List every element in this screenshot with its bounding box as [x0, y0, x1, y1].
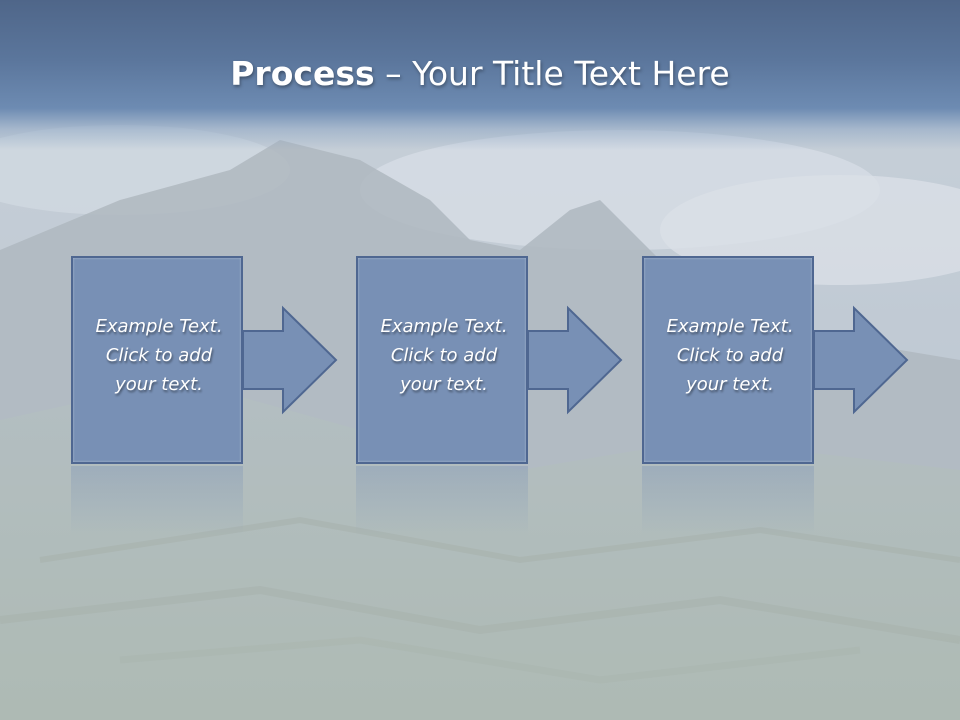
- slide-title[interactable]: Process – Your Title Text Here: [0, 50, 960, 98]
- process-step-3-box[interactable]: Example Text. Click to add your text.: [642, 256, 814, 464]
- title-bold-part: Process: [230, 54, 375, 93]
- arrow-right-icon[interactable]: [528, 305, 624, 415]
- step-3-line-2: Click to add: [676, 345, 784, 366]
- process-step-3-text[interactable]: Example Text. Click to add your text.: [644, 312, 816, 399]
- process-step-1-box[interactable]: Example Text. Click to add your text.: [71, 256, 243, 464]
- step-2-line-2: Click to add: [390, 345, 498, 366]
- step-3-line-3: your text.: [686, 374, 774, 395]
- step-1-line-2: Click to add: [105, 345, 213, 366]
- title-rest-part: – Your Title Text Here: [374, 54, 730, 93]
- process-step-1-reflection: [71, 466, 243, 536]
- title-band: [0, 0, 960, 150]
- step-2-line-3: your text.: [400, 374, 488, 395]
- process-step-1-text[interactable]: Example Text. Click to add your text.: [73, 312, 245, 399]
- arrow-right-icon[interactable]: [814, 305, 910, 415]
- process-step-2-reflection: [356, 466, 528, 536]
- process-step-2-text[interactable]: Example Text. Click to add your text.: [358, 312, 530, 399]
- step-1-line-1: Example Text.: [95, 316, 223, 337]
- step-1-line-3: your text.: [115, 374, 203, 395]
- step-2-line-1: Example Text.: [380, 316, 508, 337]
- process-step-2-box[interactable]: Example Text. Click to add your text.: [356, 256, 528, 464]
- process-step-3-reflection: [642, 466, 814, 536]
- arrow-right-icon[interactable]: [243, 305, 339, 415]
- step-3-line-1: Example Text.: [666, 316, 794, 337]
